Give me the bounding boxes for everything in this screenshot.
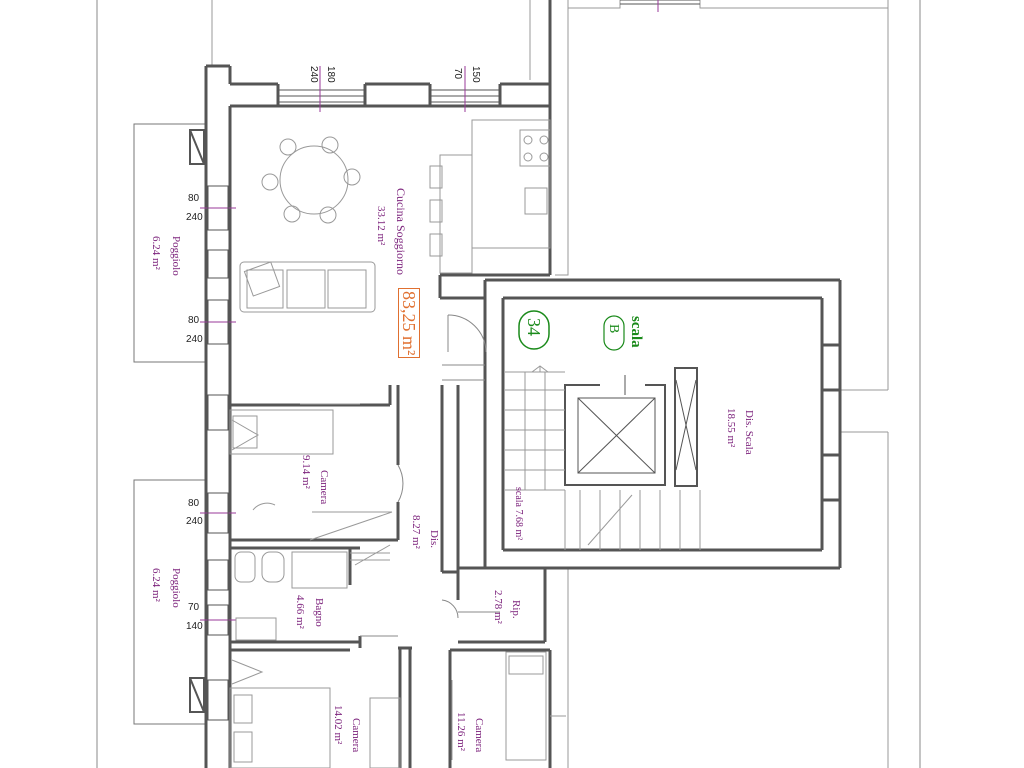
dim-win-left-2-h: 80: [188, 315, 200, 326]
room-area-poggiolo-top: 6.24 m²: [150, 236, 162, 270]
room-area-dis-scala: 18.55 m²: [725, 408, 737, 448]
room-name-poggiolo-bottom: Poggiolo: [170, 568, 182, 608]
walls: [204, 0, 842, 768]
room-area-cucina-soggiorno: 33.12 m²: [375, 206, 387, 246]
room-name-dis: Dis.: [428, 530, 440, 549]
room-area-bagno: 4.66 m²: [294, 595, 306, 629]
dim-win-left-1-w: 240: [186, 212, 203, 223]
dim-win-left-4-w: 140: [186, 621, 203, 632]
stair-flight-label: scala 7.68 m²: [513, 487, 524, 541]
dim-win-top-left-h: 180: [325, 66, 336, 83]
windows-left: [207, 185, 229, 721]
bed-camera-2: [229, 659, 401, 768]
stair-flights: [505, 365, 701, 550]
sheet-frame: [96, 0, 921, 768]
room-name-cucina-soggiorno: Cucina Soggiorno: [394, 188, 408, 275]
room-name-camera-1: Camera: [318, 470, 330, 505]
unit-number-text: 34: [524, 318, 544, 336]
balcony-posts: [189, 129, 205, 713]
bed-camera-1: [229, 409, 393, 541]
total-area-badge: 83,25 m²: [398, 288, 420, 359]
window-axis-marks: [200, 0, 659, 621]
room-area-camera-1: 9.14 m²: [300, 455, 312, 489]
room-area-camera-2: 14.02 m²: [332, 705, 344, 745]
room-name-bagno: Bagno: [313, 598, 325, 627]
room-name-camera-3: Camera: [473, 718, 485, 753]
sofa: [239, 261, 376, 405]
bed-camera-3: [451, 651, 566, 761]
bathroom-fixtures: [234, 544, 391, 641]
room-area-camera-3: 11.26 m²: [455, 712, 467, 751]
room-area-dis: 8.27 m²: [410, 515, 422, 549]
dim-win-top-right-h: 150: [470, 66, 481, 83]
entrance-door: [447, 314, 487, 353]
dim-win-left-3-h: 80: [188, 498, 200, 509]
kitchen-island: [429, 119, 551, 274]
dim-win-left-4-h: 70: [188, 602, 200, 613]
room-name-rip: Rip.: [510, 600, 522, 619]
dim-win-left-1-h: 80: [188, 193, 200, 204]
stair-letter-badge: [603, 315, 625, 351]
dining-table: [261, 136, 361, 224]
room-area-poggiolo-bottom: 6.24 m²: [150, 568, 162, 602]
room-area-rip: 2.78 m²: [492, 590, 504, 624]
dim-win-left-2-w: 240: [186, 334, 203, 345]
stair-word-text: scala: [628, 316, 644, 348]
dim-win-top-right-w: 70: [452, 68, 463, 80]
stair-letter-text: B: [606, 324, 621, 334]
unit-number-badge: [518, 310, 550, 350]
room-name-camera-2: Camera: [350, 718, 362, 753]
windows-top: [277, 0, 700, 103]
lift-shaft: [564, 367, 698, 487]
room-name-dis-scala: Dis. Scala: [743, 410, 755, 455]
dim-win-top-left-w: 240: [308, 66, 319, 83]
interior-doors: [360, 364, 500, 637]
dim-win-left-3-w: 240: [186, 516, 203, 527]
kitchen-hob: [519, 129, 551, 215]
room-name-poggiolo-top: Poggiolo: [170, 236, 182, 276]
